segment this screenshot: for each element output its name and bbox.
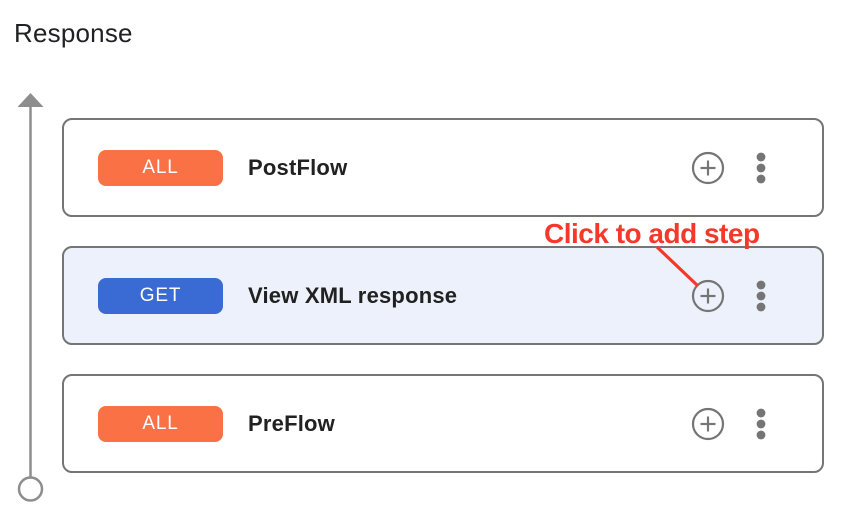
circle-terminal-icon (17, 476, 44, 502)
kebab-menu-icon (756, 408, 766, 439)
method-badge: ALL (98, 149, 223, 186)
kebab-menu-icon (756, 152, 766, 183)
card-actions (691, 151, 766, 185)
method-badge: ALL (98, 405, 223, 442)
step-name: PreFlow (248, 410, 335, 436)
more-options-button[interactable] (756, 280, 766, 312)
flow-steps-list: ALL PostFlow (62, 118, 824, 502)
flow-step-card-view-xml-response[interactable]: GET View XML response (62, 246, 824, 345)
more-options-button[interactable] (756, 408, 766, 440)
up-arrow-icon (17, 93, 44, 477)
step-name: PostFlow (248, 154, 348, 180)
flow-step-card-preflow[interactable]: ALL PreFlow (62, 374, 824, 473)
plus-circle-icon (691, 407, 725, 440)
kebab-menu-icon (756, 280, 766, 311)
card-actions (691, 407, 766, 441)
add-step-button[interactable] (691, 407, 725, 441)
add-step-button[interactable] (691, 151, 725, 185)
more-options-button[interactable] (756, 152, 766, 184)
add-step-button[interactable] (691, 279, 725, 313)
page-title: Response (14, 18, 133, 48)
plus-circle-icon (691, 151, 725, 184)
flow-step-card-postflow[interactable]: ALL PostFlow (62, 118, 824, 217)
card-actions (691, 279, 766, 313)
step-name: View XML response (248, 282, 458, 308)
method-badge: GET (98, 277, 223, 314)
plus-circle-icon (691, 279, 725, 312)
